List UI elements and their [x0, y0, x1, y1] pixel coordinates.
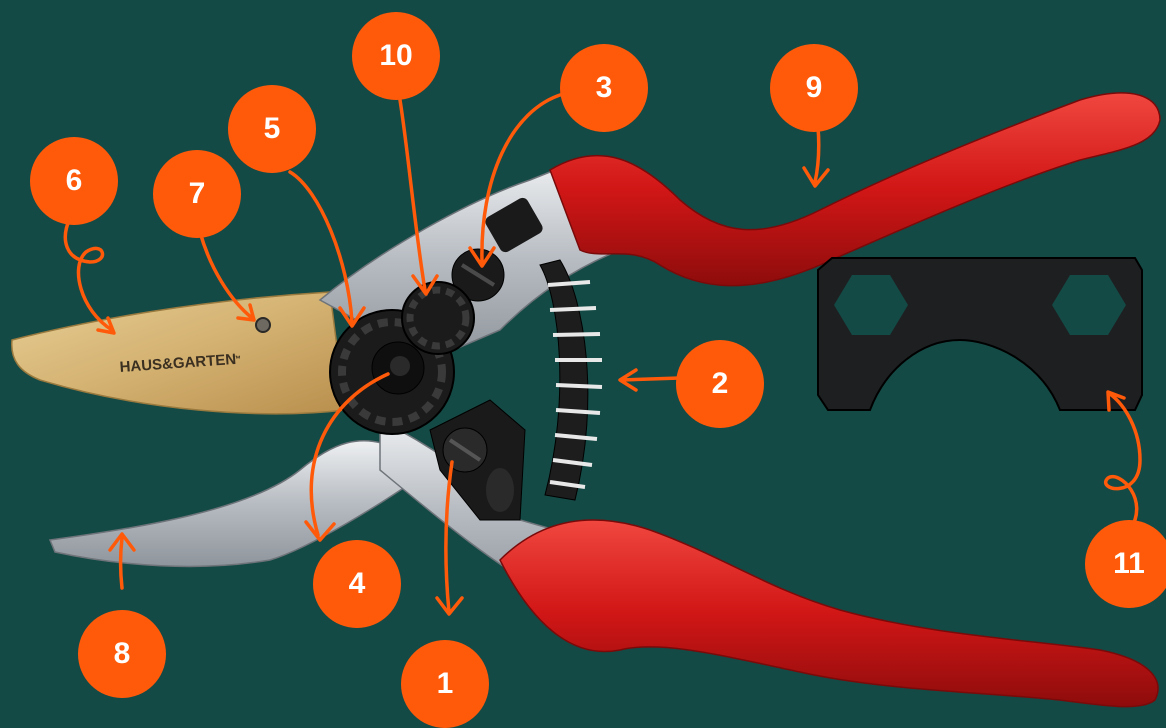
upper-handle — [550, 93, 1160, 286]
arrow-11 — [1106, 392, 1140, 530]
marker-3: 3 — [560, 44, 648, 132]
marker-10: 10 — [352, 12, 440, 100]
marker-2: 2 — [676, 340, 764, 428]
marker-7: 7 — [153, 150, 241, 238]
gear-small — [402, 282, 474, 354]
spring — [540, 260, 602, 500]
blade-screw — [256, 318, 270, 332]
marker-4: 4 — [313, 540, 401, 628]
marker-6: 6 — [30, 137, 118, 225]
lower-handle — [500, 520, 1158, 707]
arrow-6 — [65, 218, 114, 333]
blade-brand-tm: ™ — [232, 354, 241, 364]
arrow-2 — [620, 370, 680, 390]
marker-5: 5 — [228, 85, 316, 173]
marker-8: 8 — [78, 610, 166, 698]
marker-11: 11 — [1085, 520, 1166, 608]
marker-1: 1 — [401, 640, 489, 728]
pivot-nut-center — [390, 356, 410, 376]
upper-blade — [12, 292, 345, 414]
marker-9: 9 — [770, 44, 858, 132]
